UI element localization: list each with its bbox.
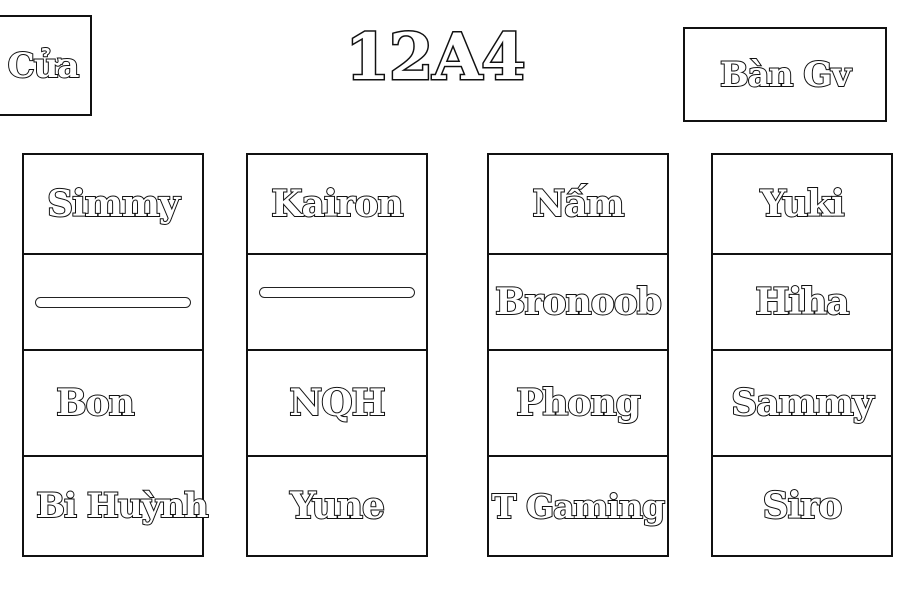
door-box: Cửa (0, 15, 92, 116)
student-name: Simmy (46, 182, 181, 226)
student-name: Nấm (531, 182, 625, 226)
student-name: Siro (762, 484, 844, 528)
student-name: NQH (288, 381, 386, 425)
teacher-desk-label: Bàn Gv (719, 54, 852, 96)
seat-cell: Sammy (711, 349, 893, 457)
seat-cell-empty (22, 253, 204, 351)
student-name: Yuki (759, 182, 845, 226)
seat-cell: NQH (246, 349, 428, 457)
student-name: Bronoob (494, 280, 663, 324)
class-title: 12A4 (344, 19, 527, 97)
student-name: Sammy (730, 381, 874, 425)
seat-cell: Nấm (487, 153, 669, 255)
seat-cell: Simmy (22, 153, 204, 255)
seat-cell-empty (246, 253, 428, 351)
seat-cell: Phong (487, 349, 669, 457)
student-name: Yune (289, 484, 386, 528)
seat-cell: Yuki (711, 153, 893, 255)
seat-cell: Yune (246, 455, 428, 557)
door-label: Cửa (7, 45, 81, 87)
seat-cell: Bi Huỳnh (22, 455, 210, 557)
student-name: Hiha (754, 280, 850, 324)
seat-cell: Siro (711, 455, 893, 557)
seat-cell: Bronoob (487, 253, 669, 351)
seat-cell: Kairon (246, 153, 428, 255)
student-name: Phong (515, 381, 642, 425)
teacher-desk-box: Bàn Gv (683, 27, 887, 122)
student-name: Bi Huỳnh (35, 485, 210, 527)
empty-seat-bar (259, 286, 415, 298)
seat-cell: Bon (22, 349, 204, 457)
student-name: Bon (55, 381, 136, 425)
seat-cell: T Gaming (487, 455, 669, 557)
empty-seat-bar (35, 296, 191, 308)
seat-cell: Hiha (711, 253, 893, 351)
student-name: Kairon (270, 182, 404, 226)
student-name: T Gaming (491, 486, 666, 527)
